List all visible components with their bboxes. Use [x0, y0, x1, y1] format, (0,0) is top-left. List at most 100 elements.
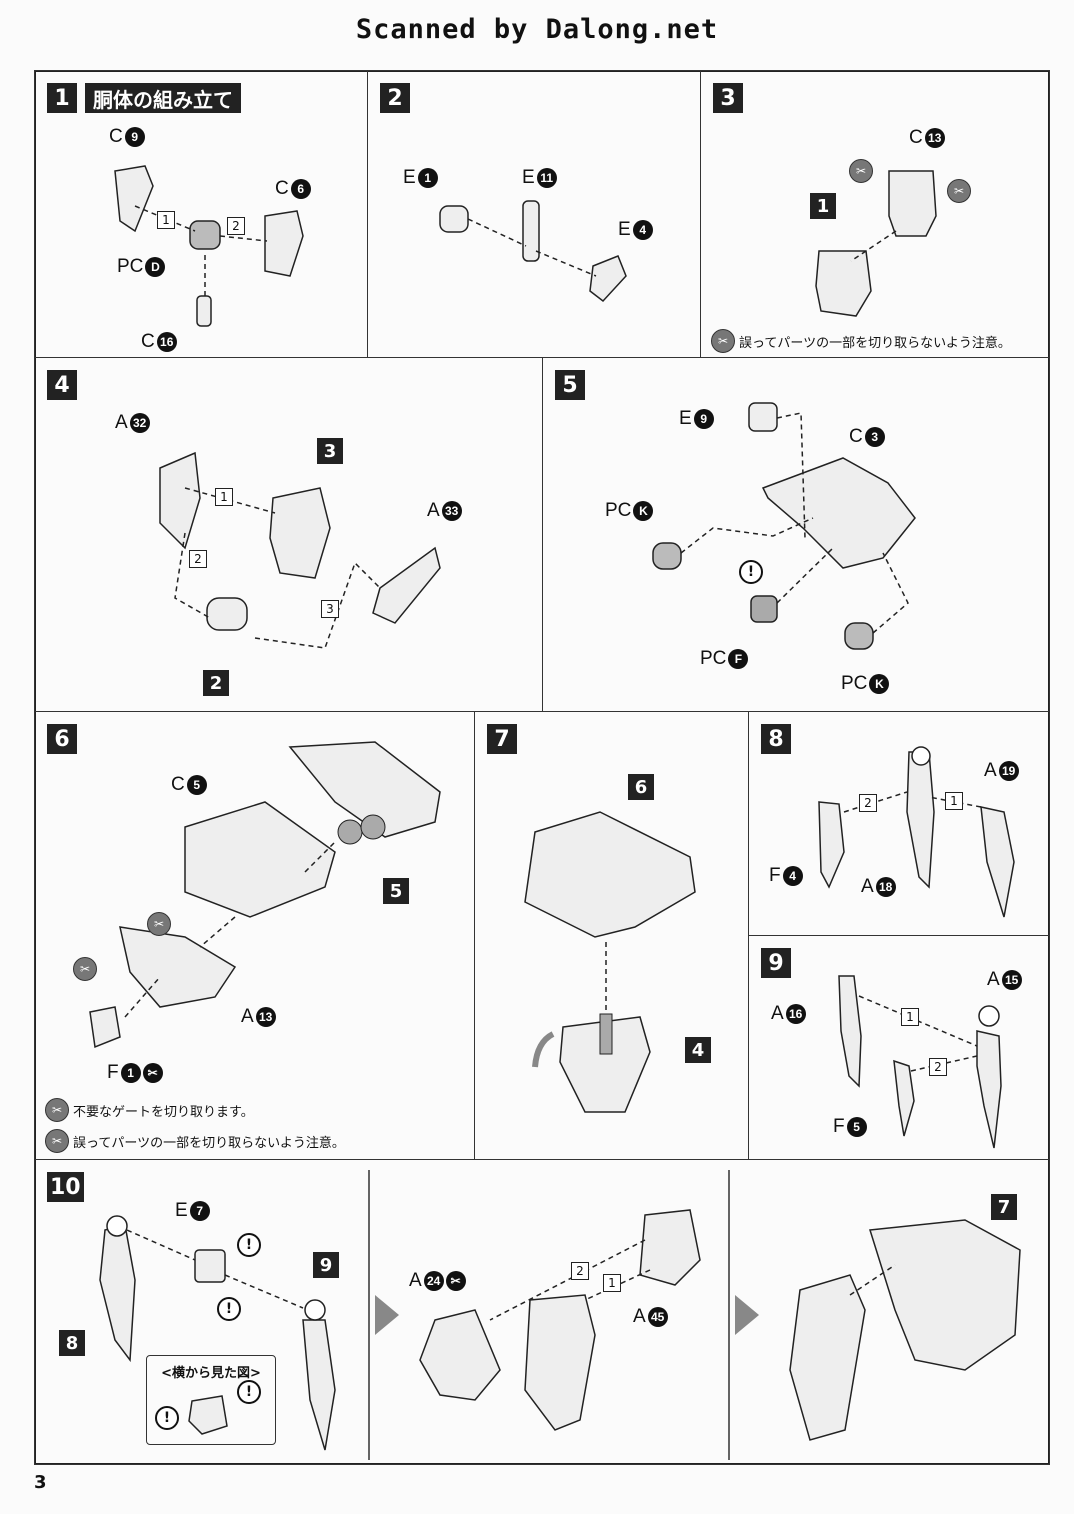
- step-number: 4: [47, 370, 77, 400]
- step-number: 5: [555, 370, 585, 400]
- exclamation-icon: !: [237, 1233, 261, 1257]
- nipper-icon: ✂: [445, 1271, 466, 1291]
- scan-header: Scanned by Dalong.net: [355, 14, 719, 45]
- order-marker: 1: [901, 1008, 919, 1026]
- step-title: 胴体の組み立て: [85, 83, 241, 113]
- step-reference: 6: [628, 774, 654, 800]
- step-10-illustration: [99, 1170, 1021, 1460]
- next-arrow-icon: [735, 1295, 759, 1335]
- order-marker: 2: [189, 550, 207, 568]
- side-view-box: <横から見た図> ! !: [146, 1355, 276, 1445]
- cut-gate-note: ✂不要なゲートを切り取ります。: [45, 1098, 254, 1122]
- step-7-illustration: [524, 811, 696, 1113]
- step-1-illustration: [114, 165, 304, 327]
- order-marker: 2: [227, 217, 245, 235]
- caution-note: ✂誤ってパーツの一部を切り取らないよう注意。: [711, 329, 1011, 353]
- caution-icon: ✂: [947, 179, 971, 203]
- nipper-icon: ✂: [73, 957, 97, 981]
- step-reference: 8: [59, 1330, 85, 1356]
- caution-icon: ✂: [45, 1129, 69, 1153]
- order-marker: 1: [215, 488, 233, 506]
- step-number: 3: [713, 83, 743, 113]
- step-number: 2: [380, 83, 410, 113]
- exclamation-icon: !: [155, 1406, 179, 1430]
- order-marker: 2: [859, 794, 877, 812]
- order-marker: 2: [929, 1058, 947, 1076]
- order-marker: 1: [603, 1274, 621, 1292]
- step-2-illustration: [439, 200, 627, 303]
- step-number: 7: [487, 724, 517, 754]
- step-reference: 1: [810, 193, 836, 219]
- caution-icon: ✂: [711, 329, 735, 353]
- step-reference: 2: [203, 670, 229, 696]
- step-3-illustration: [815, 170, 937, 317]
- step-6-illustration: [89, 741, 441, 1049]
- step-reference: 7: [991, 1194, 1017, 1220]
- side-view-title: <横から見た図>: [161, 1366, 261, 1381]
- step-9-illustration: [838, 975, 1002, 1149]
- page-number: 3: [34, 1472, 47, 1493]
- caution-icon: ✂: [849, 159, 873, 183]
- nipper-icon: ✂: [142, 1063, 163, 1083]
- caution-note: ✂誤ってパーツの一部を切り取らないよう注意。: [45, 1129, 345, 1153]
- exclamation-icon: !: [739, 560, 763, 584]
- exclamation-icon: !: [217, 1297, 241, 1321]
- step-number: 1: [47, 83, 77, 113]
- step-number: 10: [47, 1172, 84, 1202]
- order-marker: 3: [321, 600, 339, 618]
- caution-icon: ✂: [147, 912, 171, 936]
- step-4-illustration: [159, 451, 441, 649]
- step-5-illustration: [652, 402, 916, 650]
- step-reference: 9: [313, 1252, 339, 1278]
- side-view-part: [188, 1395, 228, 1435]
- step-number: 9: [761, 948, 791, 978]
- order-marker: 1: [157, 211, 175, 229]
- step-7-panel: 7 6 4: [474, 711, 749, 1160]
- step-8-illustration: [818, 746, 1015, 918]
- step-reference: 4: [685, 1037, 711, 1063]
- order-marker: 1: [945, 792, 963, 810]
- step-number: 8: [761, 724, 791, 754]
- step-number: 6: [47, 724, 77, 754]
- step-reference: 5: [383, 878, 409, 904]
- next-arrow-icon: [375, 1295, 399, 1335]
- nipper-icon: ✂: [45, 1098, 69, 1122]
- order-marker: 2: [571, 1262, 589, 1280]
